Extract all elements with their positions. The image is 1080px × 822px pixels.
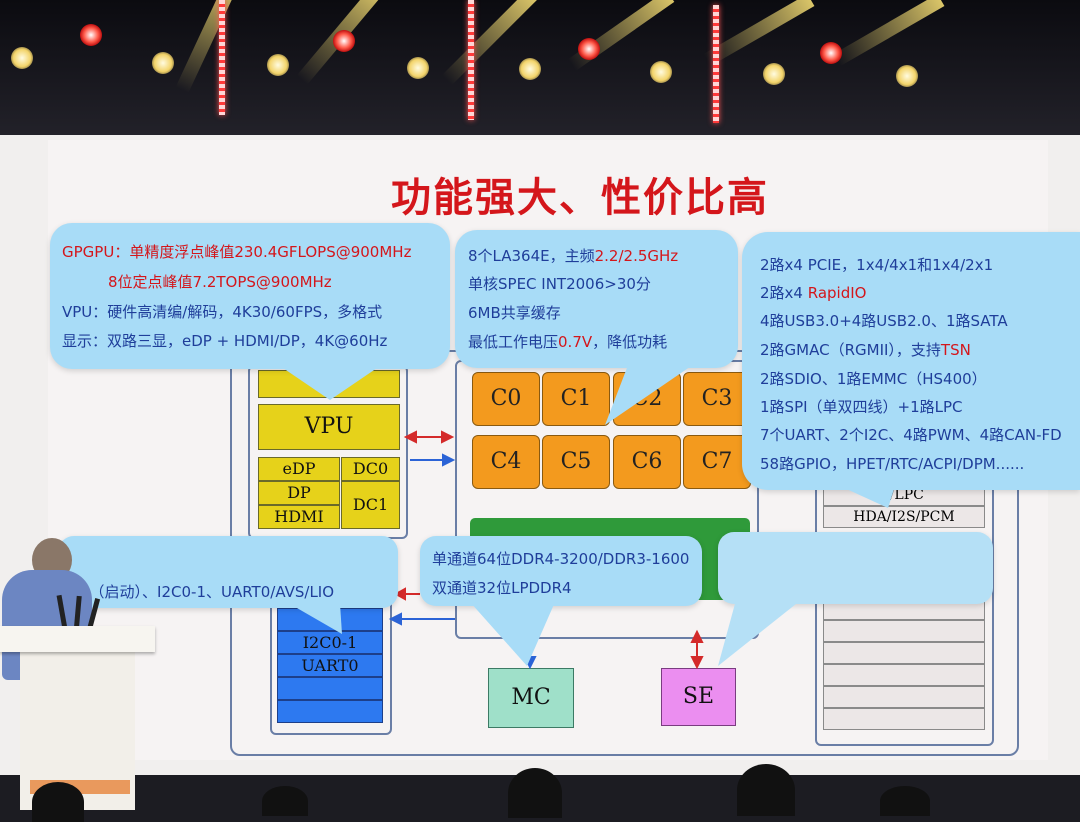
spotlight xyxy=(763,63,785,85)
low-io-info-bubble: 0（启动）、I2C0-1、UART0/AVS/LIO xyxy=(58,536,398,608)
mem-spec-1: 单通道64位DDR4-3200/DDR3-1600 xyxy=(432,550,690,568)
red-light xyxy=(80,24,102,46)
dp-block: DP xyxy=(258,481,340,505)
gpu-info-bubble: GPGPU：单精度浮点峰值230.4GFLOPS@900MHz 8位定点峰值7.… xyxy=(50,223,450,369)
security-engine-block: SE xyxy=(661,668,736,726)
io-tsn: TSN xyxy=(940,341,971,359)
red-light xyxy=(333,30,355,52)
spotlight xyxy=(152,52,174,74)
io-gpio: 58路GPIO，HPET/RTC/ACPI/DPM...... xyxy=(760,455,1025,473)
bubble-tail xyxy=(840,486,895,508)
gpgpu-spec-2: 8位定点峰值7.2TOPS@900MHz xyxy=(108,273,332,291)
core-c3: C3 xyxy=(683,372,751,426)
cpu-voltage-note: ，降低功耗 xyxy=(592,333,668,351)
cpu-freq: 2.2/2.5GHz xyxy=(594,247,679,265)
io-info-bubble: 2路x4 PCIE，1x4/4x1和1x4/2x1 2路x4 RapidIO 4… xyxy=(742,232,1080,490)
mem-spec-2: 双通道32位LPDDR4 xyxy=(432,579,572,597)
spotlight xyxy=(650,61,672,83)
cpu-info-bubble: 8个LA364E，主频2.2/2.5GHz 单核SPEC INT2006>30分… xyxy=(455,230,738,368)
vpu-block: VPU xyxy=(258,404,400,450)
io-row xyxy=(823,686,985,708)
dc0-block: DC0 xyxy=(341,457,400,481)
io-hda-row: HDA/I2S/PCM xyxy=(823,506,985,528)
io-usb: 4路USB3.0+4路USB2.0、1路SATA xyxy=(760,312,1008,330)
blurred-info-bubble xyxy=(718,532,993,604)
gpgpu-spec-1: 单精度浮点峰值230.4GFLOPS@900MHz xyxy=(129,243,412,261)
bubble-tail xyxy=(280,366,380,400)
low-io-spec: 0（启动）、I2C0-1、UART0/AVS/LIO xyxy=(80,583,335,601)
audience-head xyxy=(880,786,930,816)
io-spi: 1路SPI（单双四线）+1路LPC xyxy=(760,398,963,416)
red-light xyxy=(820,42,842,64)
spotlight xyxy=(11,47,33,69)
io-rapidio: RapidIO xyxy=(807,284,867,302)
spotlight xyxy=(896,65,918,87)
io-uart: 7个UART、2个I2C、4路PWM、4路CAN-FD xyxy=(760,426,1062,444)
vpu-spec: VPU：硬件高清编/解码，4K30/60FPS，多格式 xyxy=(62,303,383,321)
podium xyxy=(20,628,135,810)
cpu-cores-label: 8个LA364E，主频 xyxy=(468,247,595,265)
io-row xyxy=(823,664,985,686)
audience-head xyxy=(508,768,562,818)
core-c0: C0 xyxy=(472,372,540,426)
low-item-i2c: I2C0-1 xyxy=(277,631,383,654)
io-row xyxy=(823,642,985,664)
core-c1: C1 xyxy=(542,372,610,426)
display-spec: 显示：双路三显，eDP + HDMI/DP，4K@60Hz xyxy=(62,332,388,350)
edp-block: eDP xyxy=(258,457,340,481)
podium-top xyxy=(0,626,155,652)
core-c6: C6 xyxy=(613,435,681,489)
cpu-cache: 6MB共享缓存 xyxy=(468,304,561,322)
dc1-block: DC1 xyxy=(341,481,400,529)
bubble-tail xyxy=(290,604,342,634)
cpu-spec-score: 单核SPEC INT2006>30分 xyxy=(468,275,651,293)
cpu-voltage: 0.7V xyxy=(558,333,593,351)
memory-controller-block: MC xyxy=(488,668,574,728)
spotlight xyxy=(267,54,289,76)
low-item xyxy=(277,677,383,700)
slide-title: 功能强大、性价比高 xyxy=(391,175,769,221)
io-sdio: 2路SDIO、1路EMMC（HS400） xyxy=(760,370,987,388)
hdmi-block: HDMI xyxy=(258,505,340,529)
bubble-tail xyxy=(718,600,801,666)
low-item-uart: UART0 xyxy=(277,654,383,677)
gpgpu-label: GPGPU： xyxy=(62,243,130,261)
memory-info-bubble: 单通道64位DDR4-3200/DDR3-1600 双通道32位LPDDR4 xyxy=(420,536,702,606)
cpu-voltage-label: 最低工作电压 xyxy=(468,333,559,351)
red-light xyxy=(578,38,600,60)
io-rapidio-label: 2路x4 xyxy=(760,284,808,302)
bubble-tail xyxy=(470,602,555,666)
led-strip xyxy=(713,5,719,123)
audience-head xyxy=(262,786,308,816)
io-pcie: 2路x4 PCIE，1x4/4x1和1x4/2x1 xyxy=(760,256,994,274)
core-c5: C5 xyxy=(542,435,610,489)
audience-head xyxy=(737,764,795,816)
led-strip xyxy=(219,0,225,115)
spotlight xyxy=(519,58,541,80)
io-gmac: 2路GMAC（RGMII），支持 xyxy=(760,341,941,359)
led-strip xyxy=(468,0,474,120)
io-row xyxy=(823,620,985,642)
io-row xyxy=(823,708,985,730)
spotlight xyxy=(407,57,429,79)
core-c4: C4 xyxy=(472,435,540,489)
core-c7: C7 xyxy=(683,435,751,489)
audience-head xyxy=(32,782,84,822)
bubble-tail xyxy=(605,360,700,425)
stage-ceiling xyxy=(0,0,1080,140)
low-item xyxy=(277,700,383,723)
